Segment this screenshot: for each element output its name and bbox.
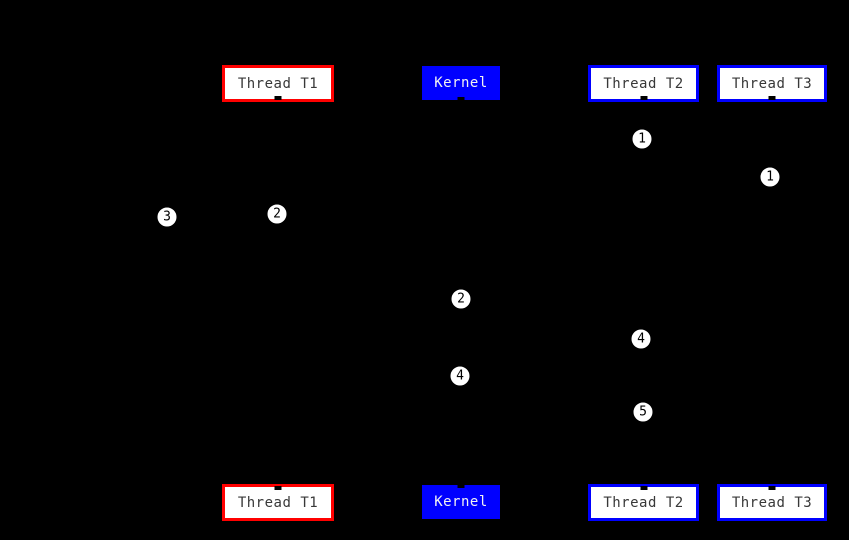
sequence-number-marker: 1	[758, 165, 782, 189]
lifeline-stub	[768, 96, 776, 100]
participant-box-thread-t3-top: Thread T3	[717, 65, 827, 102]
sequence-number-marker: 5	[631, 400, 655, 424]
lifeline-stub	[457, 97, 465, 101]
participant-label: Thread T3	[731, 75, 813, 92]
sequence-number-marker: 1	[630, 127, 654, 151]
participant-box-thread-t2-bottom: Thread T2	[588, 484, 699, 521]
participant-label: Thread T3	[731, 494, 813, 511]
sequence-number-marker: 2	[265, 202, 289, 226]
participant-label: Kernel	[434, 494, 488, 510]
participant-box-thread-t1-bottom: Thread T1	[222, 484, 334, 521]
lifeline-stub	[274, 486, 282, 490]
participant-box-kernel-top: Kernel	[422, 66, 500, 101]
sequence-number-marker: 4	[448, 364, 472, 388]
participant-box-thread-t3-bottom: Thread T3	[717, 484, 827, 521]
participant-label: Thread T2	[603, 75, 684, 92]
sequence-number-marker: 4	[629, 327, 653, 351]
participant-label: Thread T1	[237, 75, 319, 92]
sequence-number-marker: 2	[449, 287, 473, 311]
sequence-number-marker: 3	[155, 205, 179, 229]
lifeline-stub	[274, 96, 282, 100]
participant-label: Kernel	[434, 75, 488, 91]
participant-label: Thread T1	[237, 494, 319, 511]
lifeline-stub	[640, 96, 647, 100]
lifeline-stub	[768, 486, 776, 490]
participant-box-thread-t2-top: Thread T2	[588, 65, 699, 102]
participant-label: Thread T2	[603, 494, 684, 511]
lifeline-stub	[457, 484, 465, 488]
participant-box-thread-t1-top: Thread T1	[222, 65, 334, 102]
lifeline-stub	[640, 486, 647, 490]
participant-box-kernel-bottom: Kernel	[422, 484, 500, 519]
